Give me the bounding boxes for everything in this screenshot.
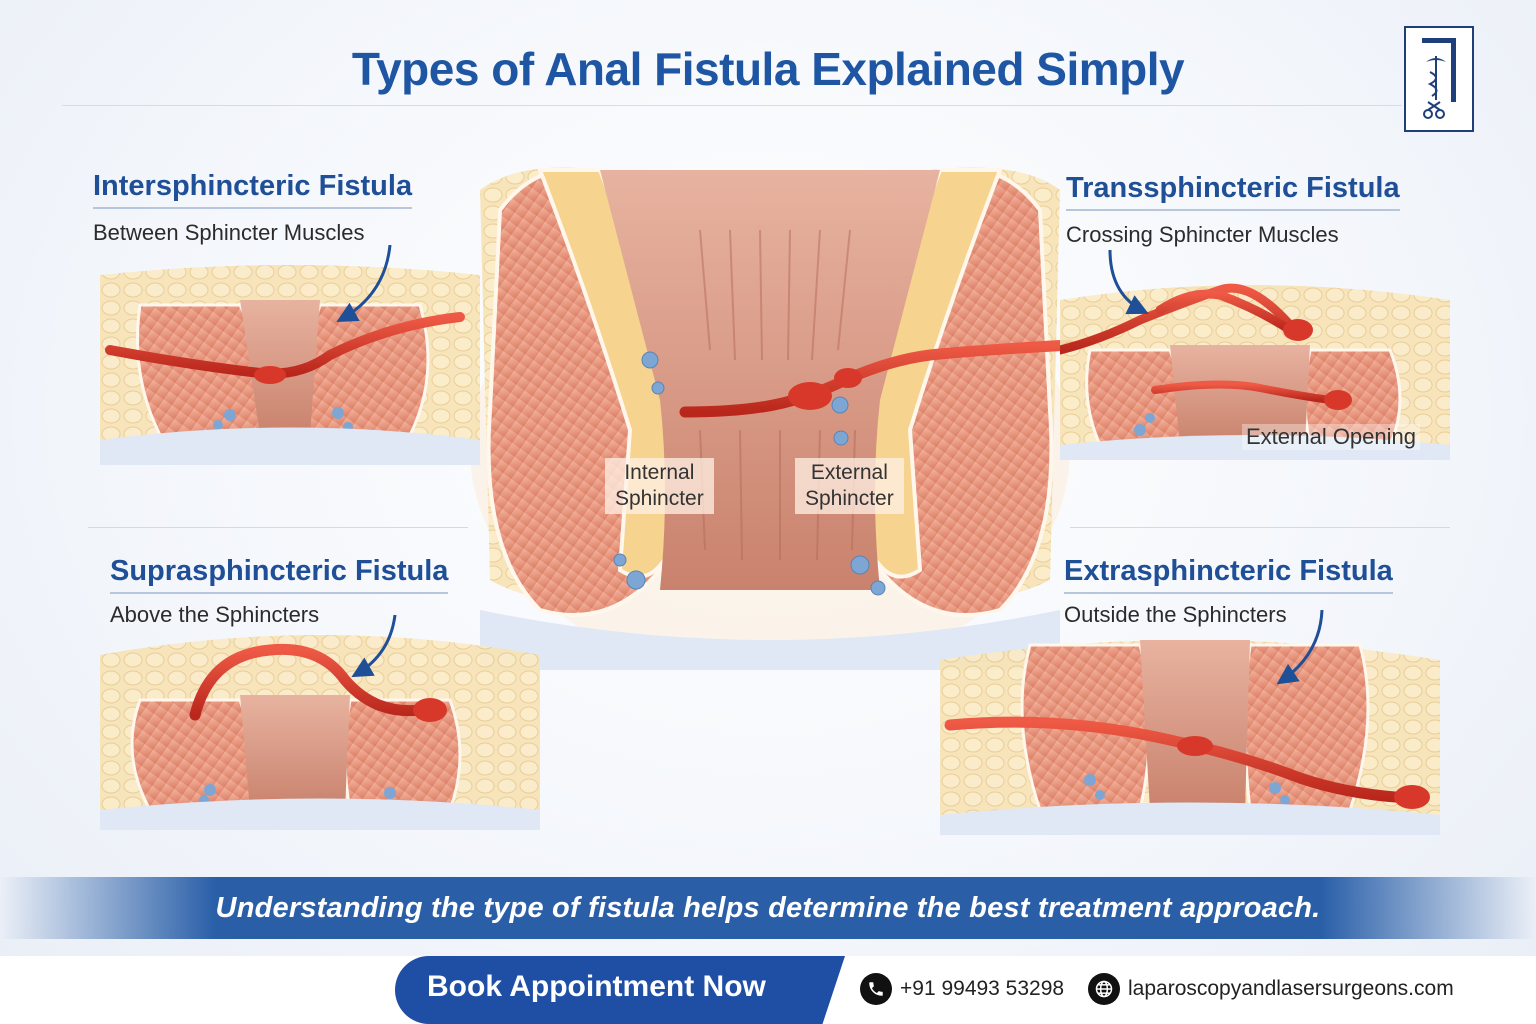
phone-contact[interactable]: +91 99493 53298: [860, 972, 1064, 1006]
title-divider: [62, 105, 1402, 106]
left-divider: [88, 527, 468, 528]
extrasphincteric-illustration: [940, 610, 1440, 835]
center-anatomy-illustration: [470, 167, 1076, 670]
intersphincteric-illustration: [100, 245, 480, 465]
intersphincteric-title: Intersphincteric Fistula: [93, 170, 412, 209]
transsphincteric-subtitle: Crossing Sphincter Muscles: [1066, 222, 1339, 247]
internal-sphincter-label: Internal Sphincter: [605, 458, 714, 514]
globe-icon: [1088, 973, 1120, 1005]
arrow-icon: [336, 245, 392, 323]
website-url: laparoscopyandlasersurgeons.com: [1128, 977, 1454, 1000]
caduceus-logo-icon: [1422, 38, 1456, 119]
arrow-icon: [1108, 250, 1149, 315]
suprasphincteric-subtitle: Above the Sphincters: [110, 602, 320, 627]
external-label-line1: External: [810, 461, 888, 484]
extrasphincteric-subtitle: Outside the Sphincters: [1064, 602, 1287, 627]
extrasphincteric-title: Extrasphincteric Fistula: [1064, 555, 1393, 594]
intersphincteric-subtitle: Between Sphincter Muscles: [93, 220, 365, 245]
arrow-icon: [1276, 610, 1324, 685]
website-contact[interactable]: laparoscopyandlasersurgeons.com: [1088, 972, 1454, 1006]
transsphincteric-title: Transsphincteric Fistula: [1066, 172, 1400, 211]
suprasphincteric-title: Suprasphincteric Fistula: [110, 555, 448, 594]
phone-icon: [860, 973, 892, 1005]
internal-label-line2: Sphincter: [615, 487, 704, 510]
info-banner: Understanding the type of fistula helps …: [0, 877, 1536, 939]
external-sphincter-label: External Sphincter: [795, 458, 904, 514]
external-opening-label: External Opening: [1242, 424, 1420, 450]
book-appointment-button[interactable]: Book Appointment Now: [395, 956, 845, 1024]
right-divider: [1070, 527, 1450, 528]
internal-label-line1: Internal: [624, 461, 695, 484]
transsphincteric-illustration: [1060, 250, 1450, 460]
page-title: Types of Anal Fistula Explained Simply: [351, 43, 1185, 95]
suprasphincteric-illustration: [100, 615, 540, 830]
phone-number: +91 99493 53298: [900, 977, 1065, 1000]
arrow-icon: [351, 615, 397, 678]
external-label-line2: Sphincter: [805, 487, 894, 510]
clinic-logo: [1404, 26, 1474, 132]
